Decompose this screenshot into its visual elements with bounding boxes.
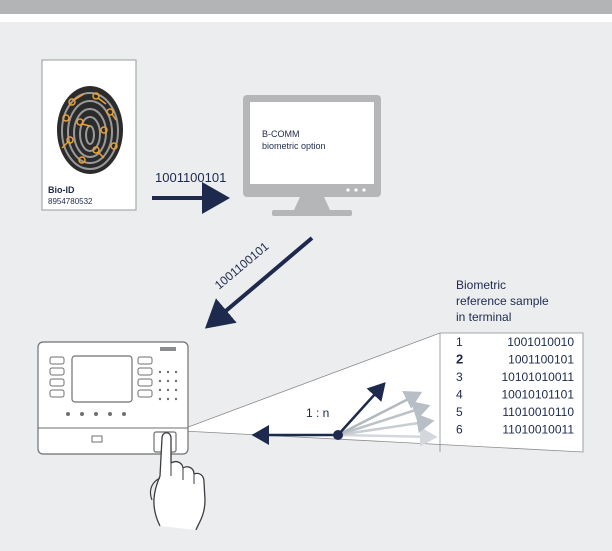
terminal-key — [49, 389, 65, 398]
reference-row-code: 1001010010 — [507, 335, 574, 349]
faded-comparison-arrow — [337, 426, 438, 447]
reference-row-code: 10101010011 — [501, 370, 574, 384]
diagonal-code-label: 1001100101 — [212, 239, 272, 292]
horizontal-code-label: 1001100101 — [155, 170, 226, 185]
terminal-slot — [91, 435, 103, 443]
terminal-key — [137, 378, 153, 387]
monitor-led — [362, 188, 366, 192]
faded-comparison-arrow — [337, 401, 431, 437]
terminal-key — [49, 367, 65, 376]
terminal-logo — [160, 347, 176, 351]
terminal-key — [49, 378, 65, 387]
faded-comparison-arrow — [337, 390, 423, 437]
computer-to-terminal-arrow — [204, 236, 314, 329]
terminal-key — [137, 367, 153, 376]
reference-row-code: 11010010110 — [502, 405, 574, 419]
reference-list: 1 1001010010 2 1001100101 3 10101010011 4 10010… — [456, 335, 574, 437]
top-bar — [0, 0, 612, 14]
bio-id-card: Bio-ID 8954780532 — [41, 59, 137, 211]
comparison-origin-dot — [333, 430, 343, 440]
reference-row-index: 5 — [456, 405, 463, 419]
reference-row-code: 10010101101 — [501, 388, 574, 402]
reference-row-index: 4 — [456, 388, 463, 402]
ratio-label: 1 : n — [306, 406, 329, 420]
reference-caption-line1: Biometric — [456, 278, 506, 292]
monitor-led — [346, 188, 350, 192]
fingerprint-icon — [57, 86, 123, 174]
comparison-arrows: 1 : n — [251, 382, 438, 447]
computer-monitor: B-COMM biometric option — [243, 95, 381, 216]
reference-row-index: 2 — [456, 352, 463, 367]
bio-id-title: Bio-ID — [48, 185, 75, 195]
terminal-key — [137, 389, 153, 398]
reference-row-index: 6 — [456, 423, 463, 437]
reference-caption-line3: in terminal — [456, 310, 511, 324]
monitor-led — [354, 188, 358, 192]
reference-caption-line2: reference sample — [456, 294, 549, 308]
reference-row-index: 1 — [456, 335, 463, 349]
terminal-key — [49, 356, 65, 365]
terminal-function-keys — [66, 412, 126, 416]
reference-row-code: 1001100101 — [508, 353, 574, 367]
reference-row-code: 11010010011 — [502, 423, 574, 437]
match-arrow — [337, 382, 386, 436]
terminal-key — [137, 356, 153, 365]
monitor-neck — [294, 197, 330, 210]
monitor-text-line1: B-COMM — [262, 129, 300, 139]
hand-icon — [149, 432, 206, 531]
terminal-keypad — [158, 370, 178, 401]
monitor-text-line2: biometric option — [262, 141, 326, 151]
monitor-base — [272, 210, 352, 216]
bio-id-number: 8954780532 — [48, 197, 93, 206]
faded-comparison-arrow — [337, 413, 435, 437]
terminal-display — [71, 355, 133, 403]
reference-row-index: 3 — [456, 370, 463, 384]
